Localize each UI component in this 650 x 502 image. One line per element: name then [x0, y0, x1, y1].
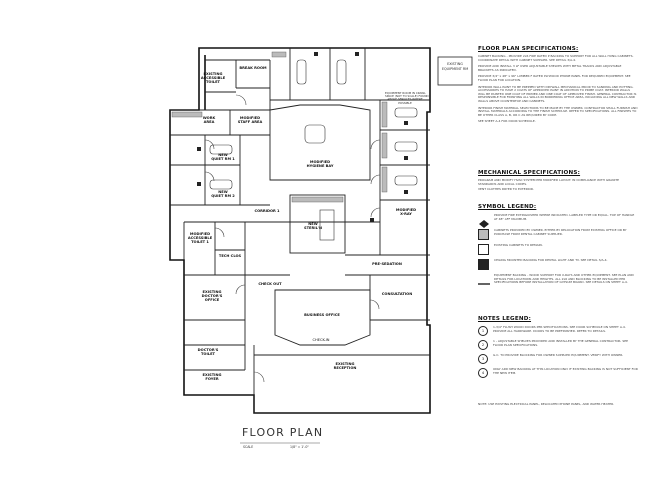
note-text: ONLY ADD NEW BACKING AT THIS LOCATION ON… — [493, 367, 638, 375]
room-modified-accessible-toilet: MODIFIED ACCESSIBLE TOILET 1 — [187, 232, 213, 244]
legend-symbol-gray — [478, 229, 490, 240]
room-pre-sedation: PRE-SEDATION — [372, 262, 402, 266]
room-corridor: CORRIDOR 1 — [254, 209, 280, 213]
floor-plan-spec-paragraph: PROVIDE AND INSTALL 3 LF USER ADJUSTABLE… — [478, 64, 622, 72]
legend-text: CEILING MOUNTED BACKING FOR DENTAL LIGHT… — [494, 258, 608, 262]
legend-text: CABINETS PROVIDED BY OWNER. EITHER BY RE… — [494, 228, 627, 236]
room-doctors-toilet: DOCTOR'S TOILET — [197, 348, 219, 356]
scale-left: SCALE — [243, 445, 254, 449]
mechanical-specs-heading: MECHANICAL SPECIFICATIONS: — [478, 170, 581, 176]
legend-text: EQUIPMENT BACKING - WOOD SUPPORT FOR X-R… — [494, 273, 634, 285]
symbol-legend-body: PROVIDE FIRE EXTINGUISHER WHERE INDICATE… — [478, 213, 638, 290]
mechanical-spec-paragraph: PROGRAM AND MODIFY HVAC SYSTEM PER MODIF… — [478, 178, 620, 186]
room-check-in: CHECK-IN — [312, 338, 330, 342]
room-existing-reception: EXISTING RECEPTION — [333, 362, 357, 370]
floor-plan-spec-paragraph: INTERIOR FINISH MATERIAL SELECTIONS TO B… — [478, 105, 638, 117]
legend-symbol-fe — [478, 214, 490, 228]
legend-symbol-white — [478, 244, 490, 255]
equipment-room-note: EQUIPMENT ROOM IN CRAWL SPACE (NOT TO SC… — [385, 91, 429, 105]
legend-symbol-dark — [478, 259, 490, 270]
note-item: 1 1-3/4" FLUSH WOOD DOORS PER SPECIFICATI… — [478, 325, 638, 336]
room-check-out: CHECK OUT — [258, 282, 282, 286]
equipment-tag-line2: EQUIPMENT RM — [441, 67, 469, 71]
note-item: 2 1 - ADJUSTABLE SHELVES PROVIDED AND INS… — [478, 339, 638, 350]
scale-right: 1/8" = 1'-0" — [290, 445, 309, 449]
note-number-badge: 3 — [478, 354, 488, 364]
room-existing-doctors-office: EXISTING DOCTOR'S OFFICE — [201, 290, 223, 302]
note-item: 4 ONLY ADD NEW BACKING AT THIS LOCATION O… — [478, 367, 638, 378]
mechanical-specs-body: PROGRAM AND MODIFY HVAC SYSTEM PER MODIF… — [478, 178, 638, 194]
floor-plan-spec-paragraph: SEE SHEET A-4 FOR DOOR SCHEDULE. — [478, 119, 536, 124]
note-text: 1-3/4" FLUSH WOOD DOORS PER SPECIFICATIO… — [493, 325, 626, 333]
floor-plan-spec-paragraph: INTERIOR WALL PAINT TO BE PREPPED WITH D… — [478, 84, 637, 103]
note-number-badge: 4 — [478, 368, 488, 378]
note-item: 3 G.C. TO PROVIDE BLOCKING FOR OWNER SUPP… — [478, 353, 638, 364]
equipment-tag-line1: EXISTING — [447, 62, 463, 66]
note-text: G.C. TO PROVIDE BLOCKING FOR OWNER SUPPL… — [493, 353, 624, 357]
legend-item: CEILING MOUNTED BACKING FOR DENTAL LIGHT… — [478, 258, 638, 270]
room-existing-accessible-toilet: EXISTING ACCESSIBLE TOILET — [200, 72, 226, 84]
bottom-note: NOTE: USE EXISTING ELECTRICAL PANEL, REL… — [478, 402, 615, 406]
room-existing-foyer: EXISTING FOYER — [202, 373, 222, 381]
legend-symbol-line — [478, 274, 490, 285]
room-modified-hygiene-bay: MODIFIED HYGIENE BAY — [306, 160, 334, 168]
room-consultation: CONSULTATION — [381, 292, 413, 296]
legend-item: PROVIDE FIRE EXTINGUISHER WHERE INDICATE… — [478, 213, 638, 228]
symbol-legend-heading: SYMBOL LEGEND: — [478, 204, 537, 210]
floor-plan-specs-heading: FLOOR PLAN SPECIFICATIONS: — [478, 46, 579, 52]
room-modified-xray: MODIFIED X-RAY — [395, 208, 417, 216]
room-new-quiet-rm-2: NEW QUIET RM 2 — [211, 190, 235, 198]
note-number-badge: 1 — [478, 326, 488, 336]
room-tech-clos: TECH CLOS — [218, 254, 242, 258]
floor-plan-specs-body: CABINET BACKING - PROVIDE 2x6 FIRE RATED… — [478, 54, 638, 127]
room-new-quiet-rm-1: NEW QUIET RM 1 — [211, 153, 235, 161]
legend-text: EXISTING CABINETS TO REMAIN. — [494, 243, 543, 247]
legend-item: CABINETS PROVIDED BY OWNER. EITHER BY RE… — [478, 228, 638, 240]
room-work-area: WORK AREA — [202, 116, 216, 124]
note-number-badge: 2 — [478, 340, 488, 350]
floor-plan-spec-paragraph: PROVIDE 3/4" x 48" x 96" LUMBER F RATED … — [478, 74, 631, 82]
room-new-sterilization: NEW STERIL'N — [304, 222, 322, 230]
legend-item: EQUIPMENT BACKING - WOOD SUPPORT FOR X-R… — [478, 273, 638, 285]
mechanical-spec-paragraph: VENT CLOTHES DRYER TO EXTERIOR. — [478, 187, 534, 192]
notes-legend-heading: NOTES LEGEND: — [478, 316, 532, 322]
legend-item: EXISTING CABINETS TO REMAIN. — [478, 243, 638, 255]
drawing-title: FLOOR PLAN — [242, 426, 324, 439]
notes-legend-body: 1 1-3/4" FLUSH WOOD DOORS PER SPECIFICATI… — [478, 325, 638, 382]
note-text: 1 - ADJUSTABLE SHELVES PROVIDED AND INST… — [493, 339, 629, 347]
legend-text: PROVIDE FIRE EXTINGUISHER WHERE INDICATE… — [494, 213, 635, 221]
room-business-office: BUSINESS OFFICE — [304, 313, 340, 317]
room-break-room: BREAK ROOM — [239, 66, 267, 70]
room-modified-staff-area: MODIFIED STAFF AREA — [237, 116, 263, 124]
floor-plan-spec-paragraph: CABINET BACKING - PROVIDE 2x6 FIRE RATED… — [478, 54, 634, 62]
